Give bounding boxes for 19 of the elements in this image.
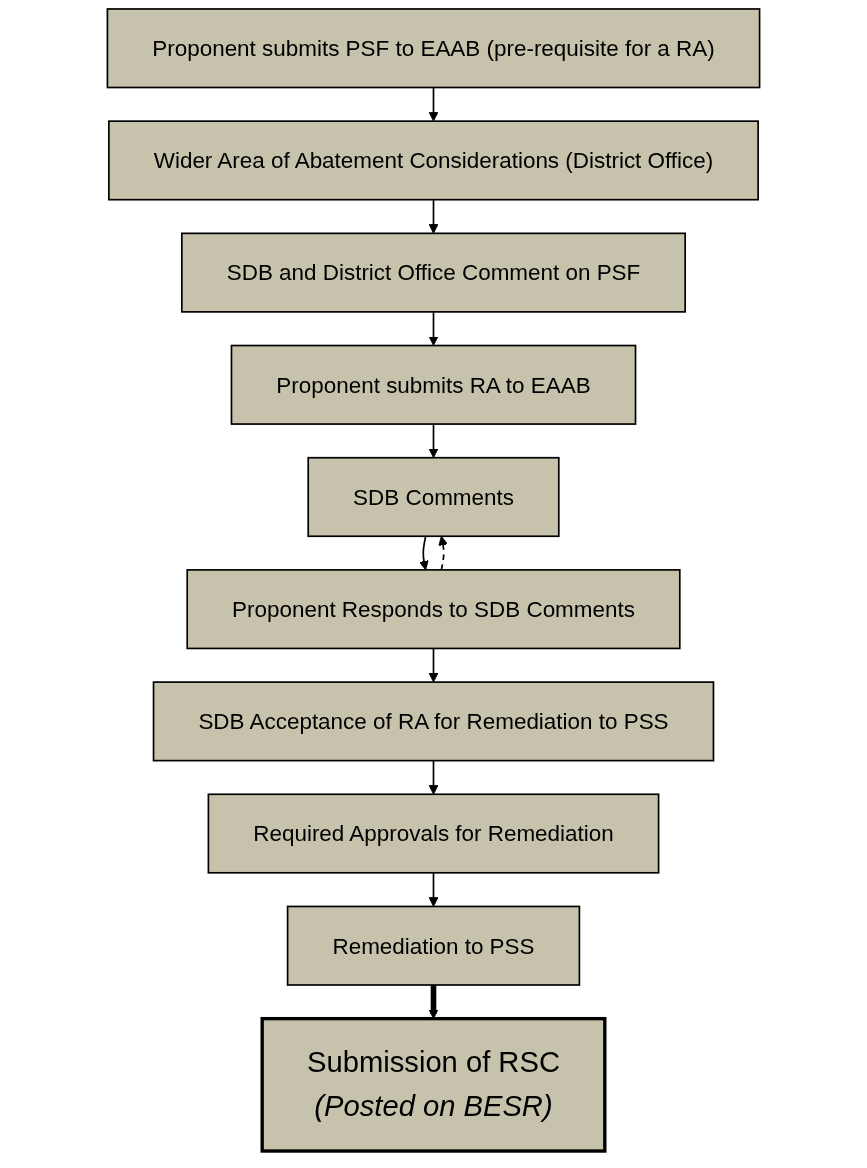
arrow (419, 535, 429, 571)
node-box: SDB Acceptance of RA for Remediation to PSS (152, 681, 715, 762)
arrow (428, 871, 439, 907)
node-box: Remediation to PSS (286, 905, 581, 986)
node-box: Required Approvals for Remediation (207, 793, 660, 874)
node-box: Proponent submits RA to EAAB (230, 344, 637, 425)
arrow (438, 535, 448, 571)
node-box: SDB and District Office Comment on PSF (181, 232, 686, 313)
node-box: Proponent submits PSF to EAAB (pre-requisite for a RA) (106, 8, 761, 89)
arrow (428, 423, 439, 459)
node-box: SDB Comments (307, 456, 560, 538)
node-box: Wider Area of Abatement Considerations (District Office) (108, 120, 759, 201)
arrow (428, 759, 439, 795)
arrow (428, 198, 439, 234)
node-box: Proponent Responds to SDB Comments (186, 569, 681, 650)
arrow (428, 86, 439, 122)
arrow (428, 647, 439, 683)
node-box: Submission of RSC (Posted on BESR) (260, 1016, 607, 1153)
arrow (428, 311, 439, 346)
